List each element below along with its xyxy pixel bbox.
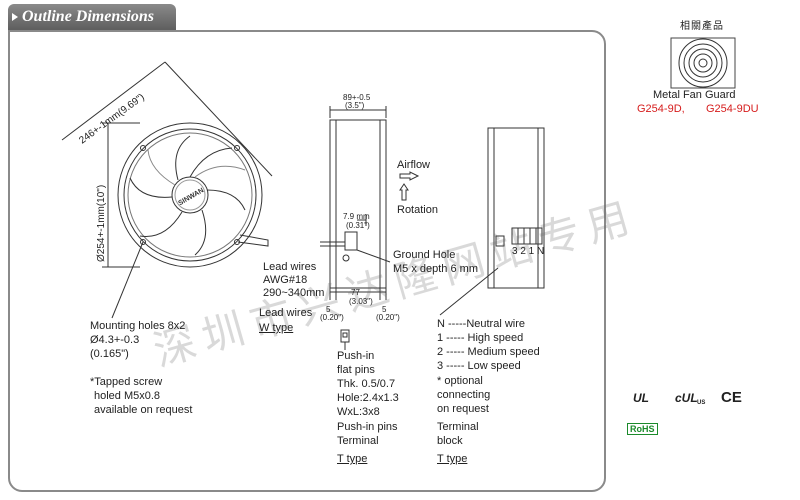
side-view-w [320,106,391,300]
inner-span: 77 [351,288,360,297]
related-model-2: G254-9DU [706,103,759,115]
section-title: Outline Dimensions [22,8,155,25]
brand-label: SINWAN [177,187,205,207]
terminal-optional2: connecting [437,389,491,401]
terminal-high: 1 ----- High speed [437,332,524,344]
fan-front-view [61,61,273,319]
pins-line7: Terminal [337,435,379,447]
header-bullet-icon [12,13,18,21]
outline-panel [8,30,606,492]
lead-offset-in: (0.31") [346,221,370,230]
related-name: Metal Fan Guard [653,89,736,101]
ground-hole-label: Ground Hole [393,249,456,261]
edge-left-in: (0.20") [320,313,344,322]
ul-logo: UL [633,391,649,405]
depth-dimension: 89+-0.5 [343,93,371,102]
ce-logo: CE [721,389,742,406]
terminal-label-text: 3 2 1 N [512,246,545,257]
pins-line1: Push-in [337,350,375,362]
lead-wires-length: 290~340mm [263,287,325,299]
terminal-optional1: * optional [437,375,483,387]
terminal-block2: block [437,435,463,447]
pins-line3: Thk. 0.5/0.7 [337,378,396,390]
lead-wires-w-label: Lead wires [259,307,313,319]
us-mark: US [697,400,706,406]
tapped-screw-line1: *Tapped screw [90,376,163,388]
watermark: 深圳市兴达隆网站专用 [148,191,642,376]
section-header: Outline Dimensions [8,4,176,30]
lead-offset: 7.9 mm [343,212,370,221]
related-model-1: G254-9D, [637,103,685,115]
depth-dimension-in: (3.5") [345,101,365,110]
related-title: 相關產品 [680,21,724,32]
edge-right-in: (0.20") [376,313,400,322]
terminal-neutral: N -----Neutral wire [437,318,525,330]
tapped-screw-line2: holed M5x0.8 [94,390,161,402]
push-in-pin [340,329,350,350]
airflow-arrows [399,171,420,201]
mounting-holes-label: Mounting holes 8x2 [90,320,186,332]
pins-line4: Hole:2.4x1.3 [337,392,399,404]
inner-span-in: (3.03") [349,297,373,306]
terminal-t-type: T type [437,453,468,465]
ground-hole-spec: M5 x depth 6 mm [393,263,478,275]
lead-wires-label: Lead wires [263,261,317,273]
fan-guard-icon [670,37,736,89]
lead-wires-awg: AWG#18 [263,274,308,286]
diameter-dimension: Ø254+-1mm(10") [96,185,107,262]
pins-line5: WxL:3x8 [337,406,380,418]
mounting-holes-size: Ø4.3+-0.3 [90,334,140,346]
edge-right: 5 [382,305,387,314]
cul-logo: cUL [675,391,698,405]
diagonal-dimension: 246+-1mm(9.69") [77,92,146,147]
airflow-label: Airflow [397,159,431,171]
pins-line2: flat pins [337,364,375,376]
pins-t-type: T type [337,453,368,465]
side-view-t [439,127,545,316]
edge-left: 5 [326,305,331,314]
rotation-label: Rotation [397,204,438,216]
pins-line6: Push-in pins [337,421,398,433]
terminal-optional3: on request [437,403,489,415]
rohs-badge: RoHS [627,423,658,435]
tapped-screw-line3: available on request [94,404,193,416]
mounting-holes-in: (0.165") [90,348,129,360]
terminal-block1: Terminal [437,421,479,433]
terminal-medium: 2 ----- Medium speed [437,346,540,358]
w-type-label: W type [259,322,294,334]
terminal-low: 3 ----- Low speed [437,360,521,372]
